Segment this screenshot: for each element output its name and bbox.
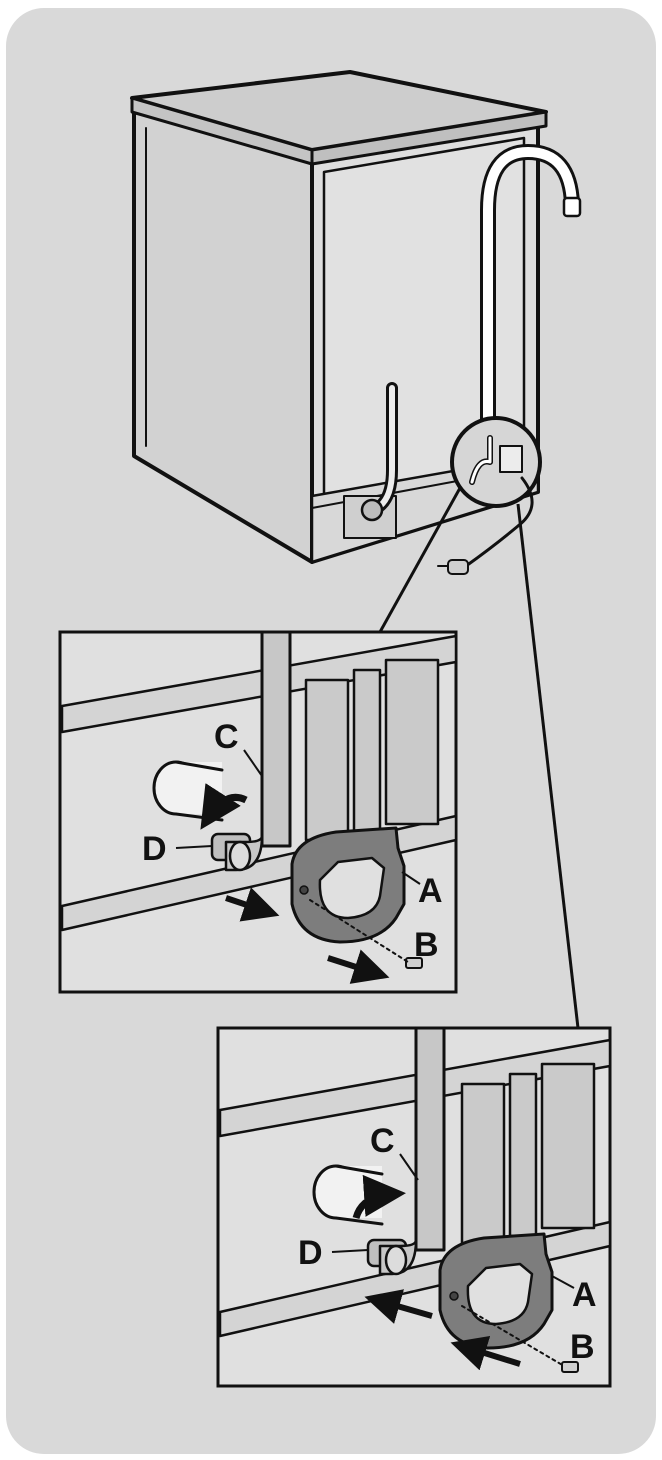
power-cord <box>464 476 534 568</box>
rotate-arrow-2 <box>352 1174 406 1220</box>
panel-slot <box>304 678 350 842</box>
rail-upper <box>60 634 458 734</box>
panel-slot <box>384 658 440 826</box>
label-b: B <box>570 1328 595 1366</box>
leader-line-c-1 <box>243 749 263 777</box>
worktop-edge-back <box>310 110 548 166</box>
hose-c <box>414 1026 446 1252</box>
connector-line-detail-2 <box>516 503 580 1029</box>
dishwasher-overview <box>130 70 582 575</box>
power-plug <box>447 559 469 575</box>
leader-line-a-1 <box>401 871 421 885</box>
hose-end-fitting <box>562 196 582 218</box>
pull-arrow-1a <box>225 887 280 922</box>
leader-line-a-2 <box>551 1275 575 1289</box>
detail-panel-1: C D A B <box>58 630 458 994</box>
label-a: A <box>572 1276 597 1314</box>
detail-panel-2: C D A B <box>216 1026 612 1388</box>
label-d: D <box>142 830 167 868</box>
hose-c <box>260 630 292 848</box>
panel-slot <box>460 1082 506 1246</box>
detail-highlight-circle <box>450 416 542 508</box>
screw-b <box>561 1361 579 1373</box>
label-c: C <box>214 718 239 756</box>
leader-line-c-2 <box>399 1153 419 1181</box>
push-arrow-2b <box>450 1335 521 1371</box>
push-arrow-2a <box>364 1289 433 1324</box>
label-c: C <box>370 1122 395 1160</box>
leader-line-d-1 <box>175 845 213 849</box>
panel-slot <box>508 1072 538 1238</box>
tap-knob <box>360 498 384 522</box>
label-a: A <box>418 872 443 910</box>
connector-line-detail-1 <box>378 487 462 633</box>
label-d: D <box>298 1234 323 1272</box>
label-b: B <box>414 926 439 964</box>
rotate-arrow-1 <box>200 783 248 830</box>
panel-slot <box>352 668 382 834</box>
panel-slot <box>540 1062 596 1230</box>
screw-b <box>405 957 423 969</box>
pull-arrow-1b <box>327 949 390 984</box>
leader-line-d-2 <box>331 1249 369 1253</box>
